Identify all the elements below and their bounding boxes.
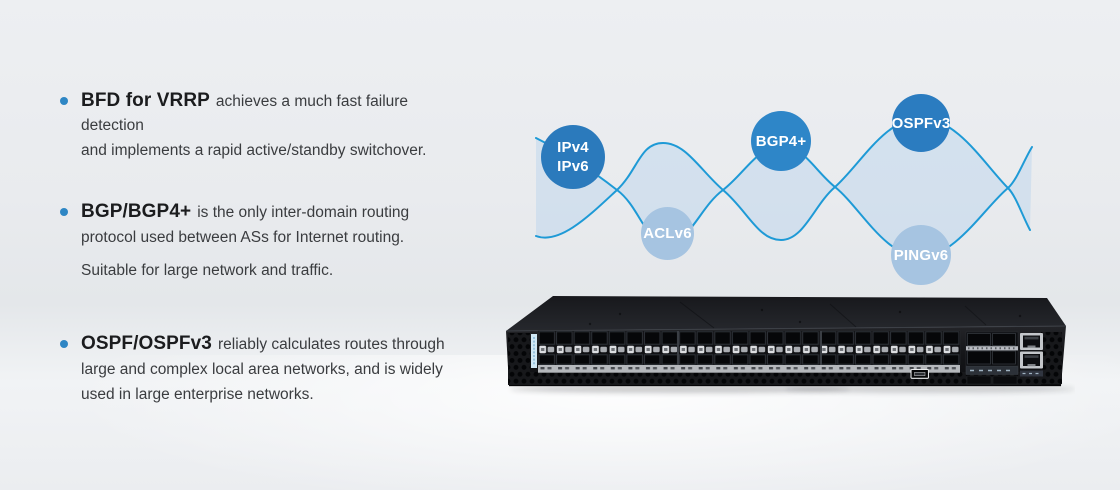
feature-text: is the only inter-domain routing [197, 204, 410, 221]
feature-text: protocol used between ASs for Internet r… [81, 229, 405, 246]
feature-text: used in large enterprise networks. [81, 386, 314, 403]
feature-heading: BGP/BGP4+ [81, 201, 192, 222]
port-number-strip [538, 365, 960, 373]
rj45-ports [1020, 333, 1043, 377]
switch-graphic [505, 296, 1075, 393]
feature-text: large and complex local area networks, a… [81, 361, 443, 378]
bullet-icon [60, 208, 68, 216]
feature-ospf: OSPF/OSPFv3 reliably calculates routes th… [60, 331, 473, 407]
bullet-icon [60, 97, 68, 105]
protocol-node-aclv6: ACLv6 [641, 207, 694, 260]
qsfp-port-bank [965, 331, 1019, 385]
brand-label [531, 334, 537, 368]
feature-text: and implements a rapid active/standby sw… [81, 142, 427, 159]
protocol-node-pingv6: PINGv6 [891, 225, 951, 285]
feature-text: Suitable for large network and traffic. [81, 262, 334, 279]
bullet-icon [60, 340, 68, 348]
switch-shadow [510, 385, 1075, 393]
protocol-node-ipv4-ipv6: IPv4 IPv6 [541, 125, 605, 189]
feature-text: achieves a much fast failure detection [81, 93, 409, 134]
feature-bgp: BGP/BGP4+ is the only inter-domain routin… [60, 199, 473, 283]
usb-port [910, 368, 930, 379]
network-switch-illustration [500, 288, 1075, 398]
wave-line-b [535, 116, 1031, 242]
feature-text: reliably calculates routes through [217, 336, 445, 353]
protocol-node-bgp4: BGP4+ [751, 111, 811, 171]
feature-heading: OSPF/OSPFv3 [81, 333, 212, 354]
sfp-port-banks [531, 330, 961, 368]
protocol-node-ospfv3: OSPFv3 [892, 94, 950, 152]
protocol-wave-diagram: IPv4 IPv6 ACLv6 BGP4+ OSPFv3 PINGv6 [530, 90, 1042, 300]
feature-heading: BFD for VRRP [81, 90, 210, 111]
